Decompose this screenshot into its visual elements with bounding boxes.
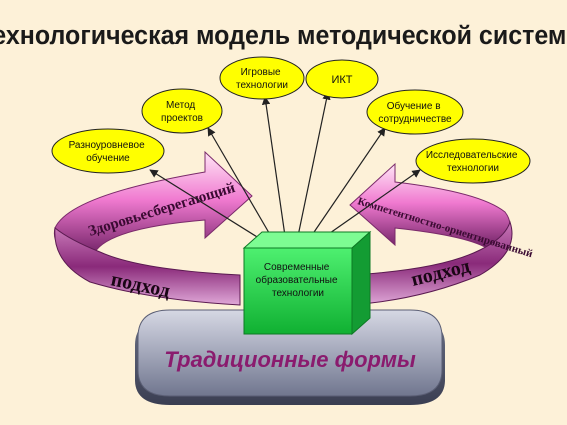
- diagram-title: Технологическая модель методической сист…: [0, 21, 567, 50]
- ellipse-game-technologies: Игровые технологии: [219, 56, 305, 100]
- ellipse-label: ИКТ: [331, 74, 352, 86]
- svg-text:Игровые технологии: Игровые технологии: [236, 67, 288, 91]
- connector-arrow: [297, 91, 331, 237]
- ellipse-tiered-learning: Разноуровневое обучение: [51, 128, 165, 174]
- ellipse-label: технологии: [236, 80, 288, 91]
- ellipse-label: проектов: [161, 113, 203, 124]
- ellipse-label: обучение: [86, 152, 130, 164]
- connector-arrow: [261, 96, 286, 237]
- base-label: Традиционные формы: [164, 347, 416, 372]
- svg-text:Разноуровневое обучение: Разноуровневое обучение: [69, 140, 148, 164]
- ellipse-label: Обучение в: [387, 100, 441, 112]
- svg-text:Исследовательские технол: Исследовательские технологии: [426, 150, 520, 174]
- svg-text:Обучение в сотрудничеств: Обучение в сотрудничестве: [378, 100, 452, 125]
- ellipse-label: Разноуровневое: [69, 140, 146, 151]
- right-arrow: Компетентностно-ориентированный подход: [349, 162, 535, 306]
- center-box: Современные образовательные технологии: [242, 230, 372, 336]
- svg-text:Современные образователь: Современные образовательные технологии: [256, 262, 341, 299]
- ellipse-cooperative-learning: Обучение в сотрудничестве: [366, 89, 464, 135]
- ellipse-label: Метод: [166, 100, 195, 111]
- center-box-line1: Современные: [264, 262, 330, 273]
- ellipse-label: Исследовательские: [426, 150, 518, 161]
- ellipse-label: сотрудничестве: [378, 114, 452, 125]
- svg-text:Метод проектов: Метод проектов: [161, 100, 203, 124]
- connector-arrow: [309, 127, 386, 239]
- ellipse-ict: ИКТ: [305, 59, 379, 99]
- ellipse-project-method: Метод проектов: [141, 88, 223, 134]
- center-box-line2: образовательные: [256, 274, 338, 286]
- connector-arrow: [319, 169, 421, 241]
- left-arrow: Здоровьесберегающий подход: [53, 150, 253, 306]
- ellipse-research-technologies: Исследовательские технологии: [415, 138, 531, 184]
- ellipse-label: Игровые: [241, 67, 281, 78]
- connector-arrow: [207, 127, 273, 239]
- center-box-line3: технологии: [272, 288, 324, 299]
- base-platform: Традиционные формы: [135, 309, 445, 405]
- connector-arrows: [149, 91, 421, 241]
- connector-arrow: [149, 169, 263, 241]
- ellipse-label: технологии: [447, 163, 499, 174]
